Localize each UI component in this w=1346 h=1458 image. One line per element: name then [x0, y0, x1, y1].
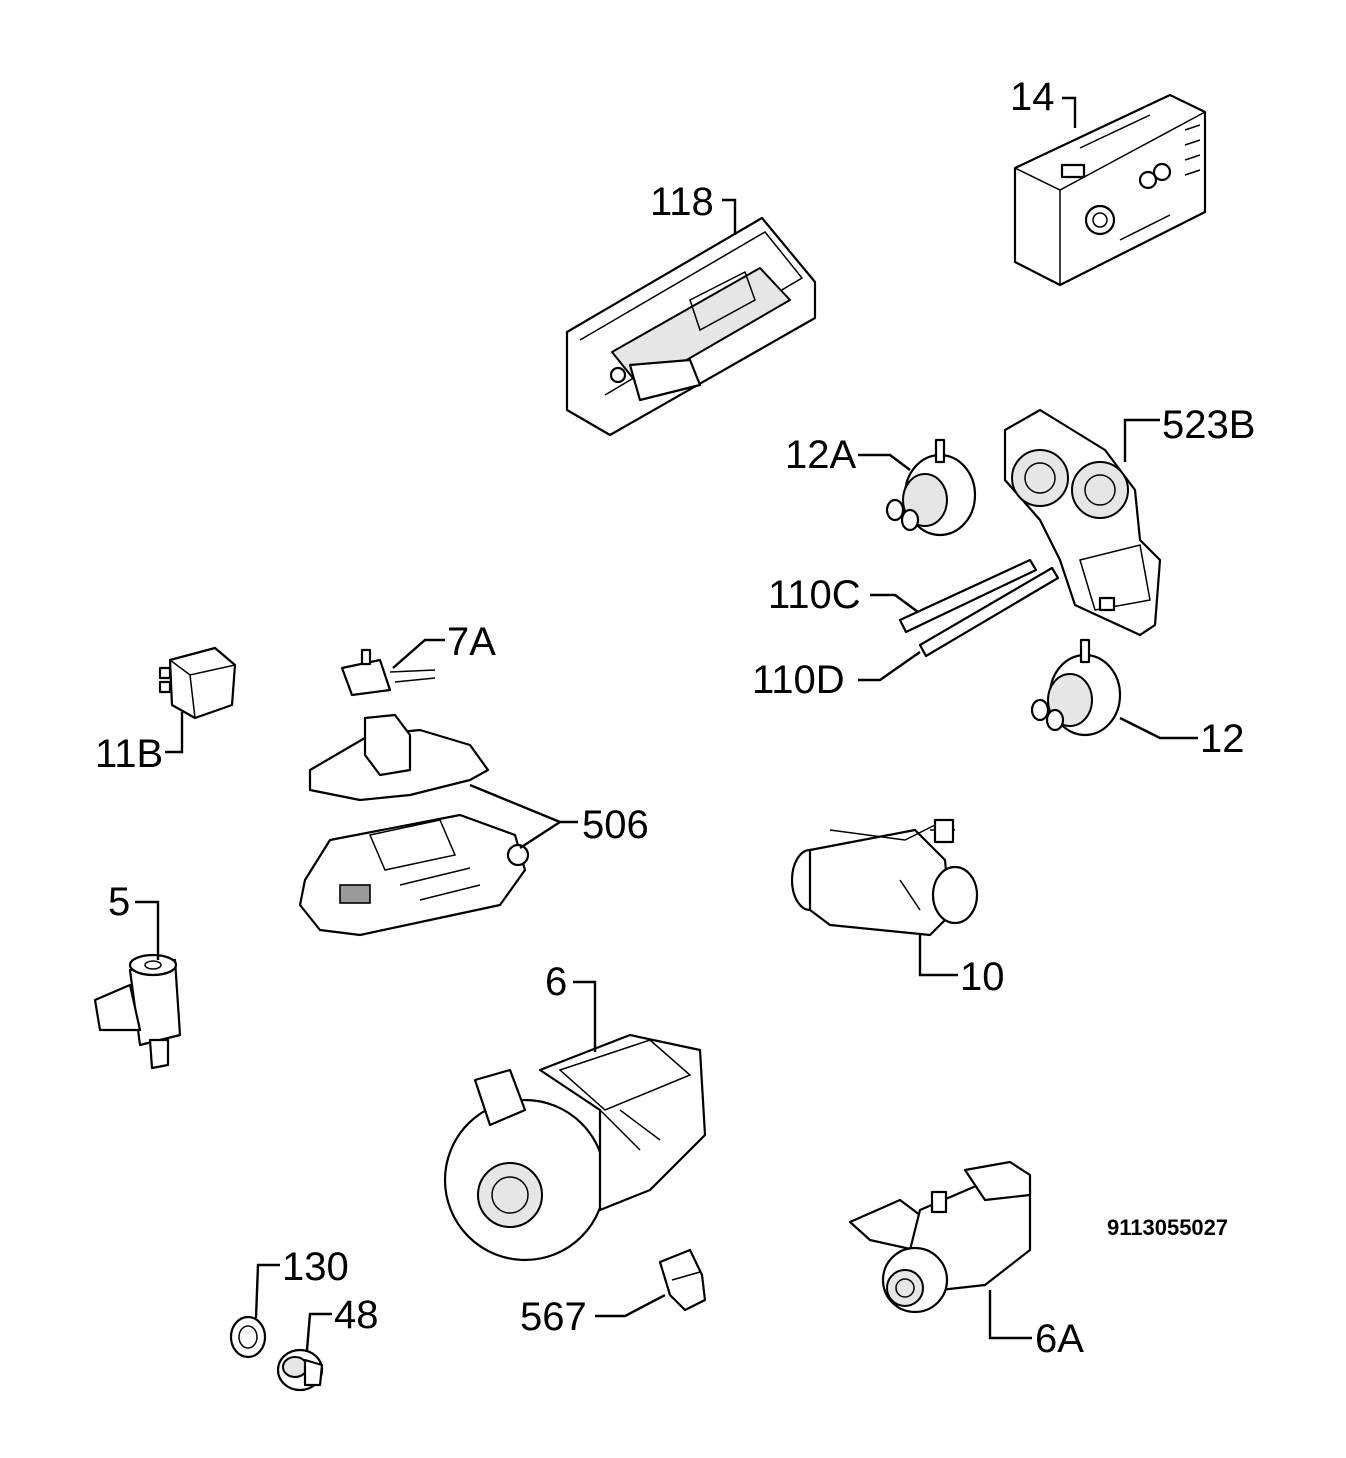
callout-118: 118: [650, 180, 714, 224]
part-7a-sensor: [340, 648, 436, 697]
leader-48: [305, 1312, 332, 1351]
leader-110d: [858, 651, 921, 682]
callout-14: 14: [1010, 75, 1055, 119]
callout-523b: 523B: [1162, 403, 1255, 447]
part-110d-hose: [918, 566, 1060, 658]
callout-6: 6: [545, 960, 567, 1004]
part-11b-relay: [158, 646, 237, 720]
leader-118: [722, 198, 737, 235]
leader-130: [254, 1263, 280, 1319]
leader-567: [595, 1293, 666, 1318]
leader-5: [135, 900, 160, 960]
callout-110d: 110D: [752, 658, 845, 702]
callout-11b: 11B: [95, 732, 163, 776]
part-12-pressure-switch: [1030, 638, 1122, 737]
callout-12a: 12A: [785, 433, 856, 477]
part-6a-drain-pump: [848, 1160, 1032, 1314]
leader-110c: [870, 593, 919, 613]
callout-7a: 7A: [447, 620, 496, 664]
leader-506: [469, 783, 578, 850]
part-118-dispenser: [565, 216, 817, 437]
callout-labels: 14 118 12A 523B 110C 110D 12 7A 11B 506 …: [95, 75, 1255, 1361]
part-12a-pressure-switch: [885, 438, 977, 537]
callout-130: 130: [282, 1245, 349, 1289]
callout-506: 506: [582, 803, 649, 847]
reference-code: 9113055027: [1107, 1215, 1228, 1240]
leader-11b: [165, 712, 184, 754]
leader-12a: [858, 453, 911, 471]
leader-lines: [135, 96, 1198, 1351]
part-523b-manifold: [1003, 408, 1162, 637]
leader-6: [573, 980, 597, 1052]
leader-7a: [392, 638, 445, 669]
part-10-heater: [790, 818, 979, 937]
part-110c-hose: [898, 558, 1038, 634]
callout-567: 567: [520, 1295, 587, 1339]
leader-6a: [988, 1290, 1032, 1340]
callout-5: 5: [108, 880, 130, 924]
part-506-float-assembly: [298, 713, 530, 937]
callout-110c: 110C: [768, 573, 861, 617]
callout-10: 10: [960, 955, 1005, 999]
part-6-circulation-pump: [443, 1033, 707, 1262]
leader-10: [918, 935, 958, 977]
callout-12: 12: [1200, 717, 1245, 761]
part-5-inlet-valve: [93, 953, 182, 1070]
part-14-control-module: [1013, 93, 1207, 287]
part-130-seal-ring: [229, 1315, 267, 1359]
callout-48: 48: [334, 1293, 379, 1337]
leader-12: [1119, 716, 1198, 740]
leader-14: [1062, 96, 1077, 128]
leader-523b: [1123, 418, 1160, 462]
part-48-plug: [276, 1348, 324, 1392]
callout-6a: 6A: [1035, 1317, 1084, 1361]
part-567-clip: [658, 1248, 707, 1312]
